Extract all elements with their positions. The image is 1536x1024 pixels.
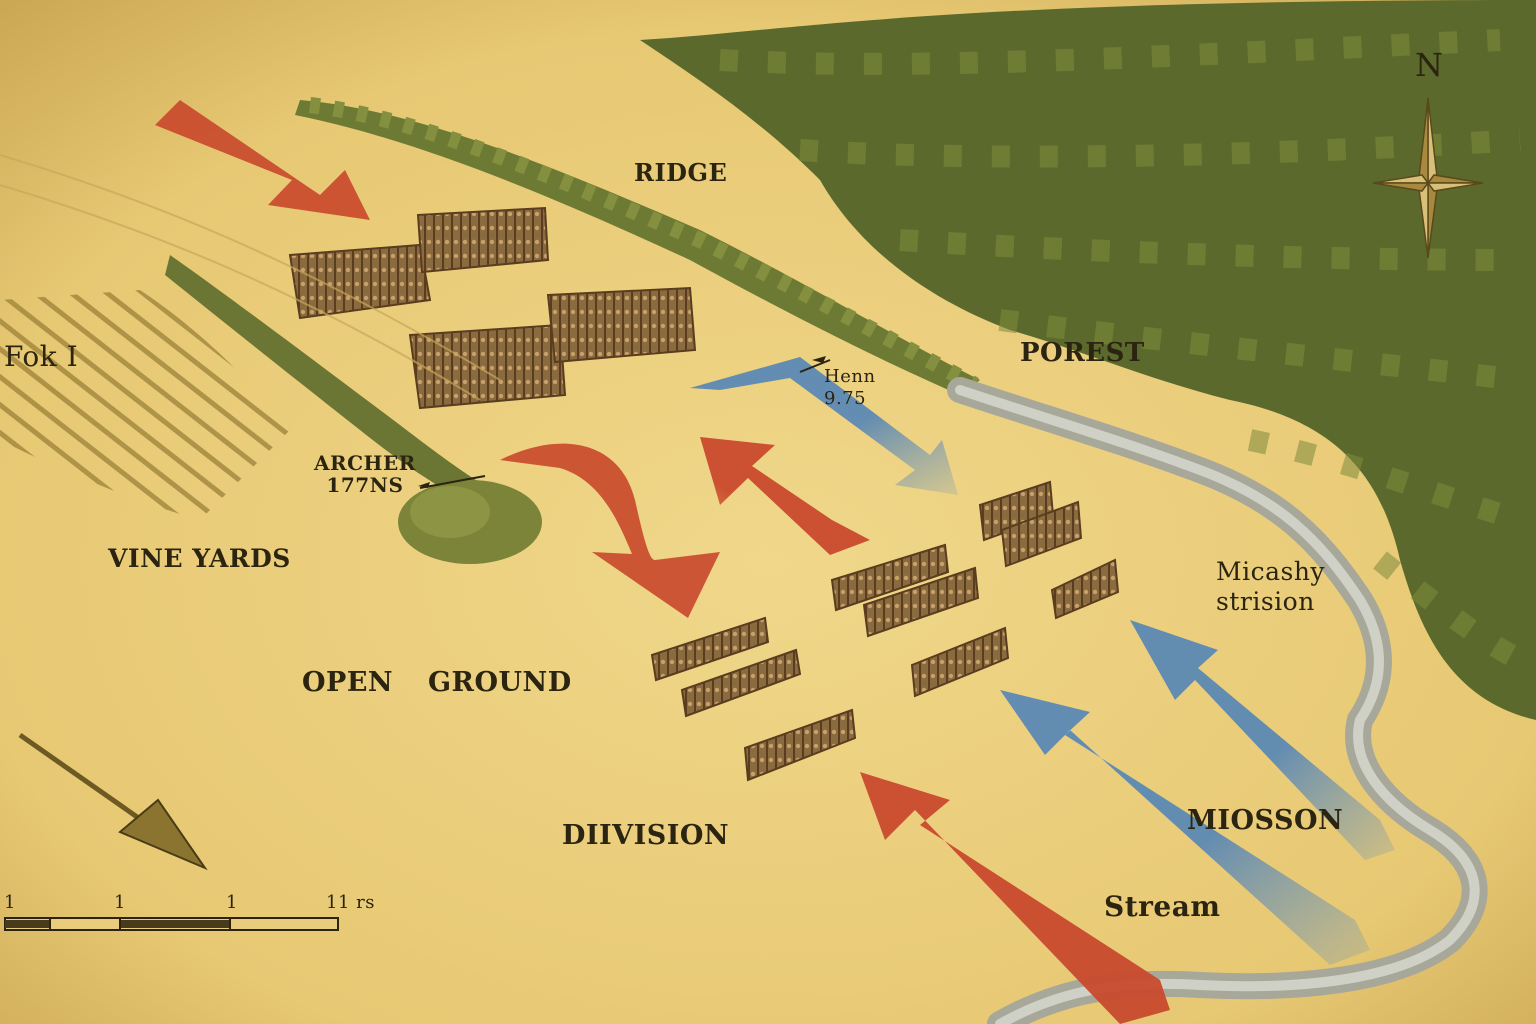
troop-formations-lower <box>650 480 1120 782</box>
ridge-hedge <box>295 100 980 395</box>
label-henn-line2: 9.75 <box>824 388 867 409</box>
blue-arrow-stream-2 <box>1000 690 1370 965</box>
forest-highlights <box>719 29 1526 670</box>
scale-tick-3: 11 rs <box>326 892 375 913</box>
stream-highlight <box>955 385 1480 1024</box>
flag-marker-henn <box>799 359 831 373</box>
blue-arrow-east <box>690 357 958 495</box>
label-archer: ARCHER 177NS <box>314 452 416 496</box>
troop-formations-upper <box>288 206 697 410</box>
label-henn: Henn 9.75 <box>824 366 876 410</box>
red-arrow-south <box>860 772 1170 1024</box>
troop-line <box>910 626 1010 698</box>
red-arrow-mid <box>700 437 870 555</box>
label-mission: MIOSSON <box>1187 805 1344 836</box>
label-archer-line1: ARCHER <box>314 451 416 475</box>
troop-line <box>1000 500 1083 568</box>
red-arrow-curved <box>500 443 720 618</box>
scale-tick-1: 1 <box>114 892 126 913</box>
flag-marker-archer <box>419 475 486 489</box>
scale-tick-0: 1 <box>4 892 16 913</box>
direction-arrow <box>18 732 208 871</box>
troop-block <box>288 243 432 320</box>
label-ground: GROUND <box>428 667 572 698</box>
road-line <box>0 154 501 381</box>
label-edge: Fok I <box>4 340 79 373</box>
label-archer-line2: 177NS <box>326 473 404 497</box>
label-ridge: RIDGE <box>634 158 728 187</box>
scale-bar <box>4 917 339 931</box>
red-arrow-northwest <box>155 100 370 220</box>
troop-line <box>862 566 980 638</box>
troop-line <box>650 616 770 682</box>
flag-icon <box>812 356 826 363</box>
scale-tick-2: 1 <box>226 892 238 913</box>
ridge-hedge-dots <box>309 97 979 393</box>
hedgerow-left <box>165 255 520 520</box>
forest-area <box>640 0 1536 720</box>
label-stream: Stream <box>1104 890 1221 923</box>
label-micashy-line2: strision <box>1216 587 1315 616</box>
compass-north-label: N <box>1415 46 1444 84</box>
compass-rose <box>1372 97 1484 259</box>
label-vineyards: VINE YARDS <box>108 544 291 573</box>
label-micashy: Micashy strision <box>1216 557 1325 617</box>
label-open: OPEN <box>302 667 394 698</box>
flag-icon <box>418 482 430 488</box>
bush-highlight <box>410 486 490 538</box>
label-micashy-line1: Micashy <box>1216 557 1326 586</box>
troop-line <box>743 708 857 782</box>
troop-line <box>830 543 950 612</box>
troop-block <box>416 206 550 274</box>
troop-line <box>1050 558 1120 620</box>
troop-block <box>546 286 697 364</box>
label-forest: POREST <box>1020 338 1145 368</box>
label-division: DIIVISION <box>562 820 730 851</box>
blue-arrows <box>690 357 1395 965</box>
label-henn-line1: Henn <box>824 366 876 387</box>
red-arrows <box>155 100 1170 1024</box>
vineyard-field <box>0 290 290 520</box>
troop-line <box>680 648 802 718</box>
troop-block <box>408 323 567 410</box>
road-line <box>0 184 481 401</box>
blue-arrow-stream-1 <box>1130 620 1395 860</box>
